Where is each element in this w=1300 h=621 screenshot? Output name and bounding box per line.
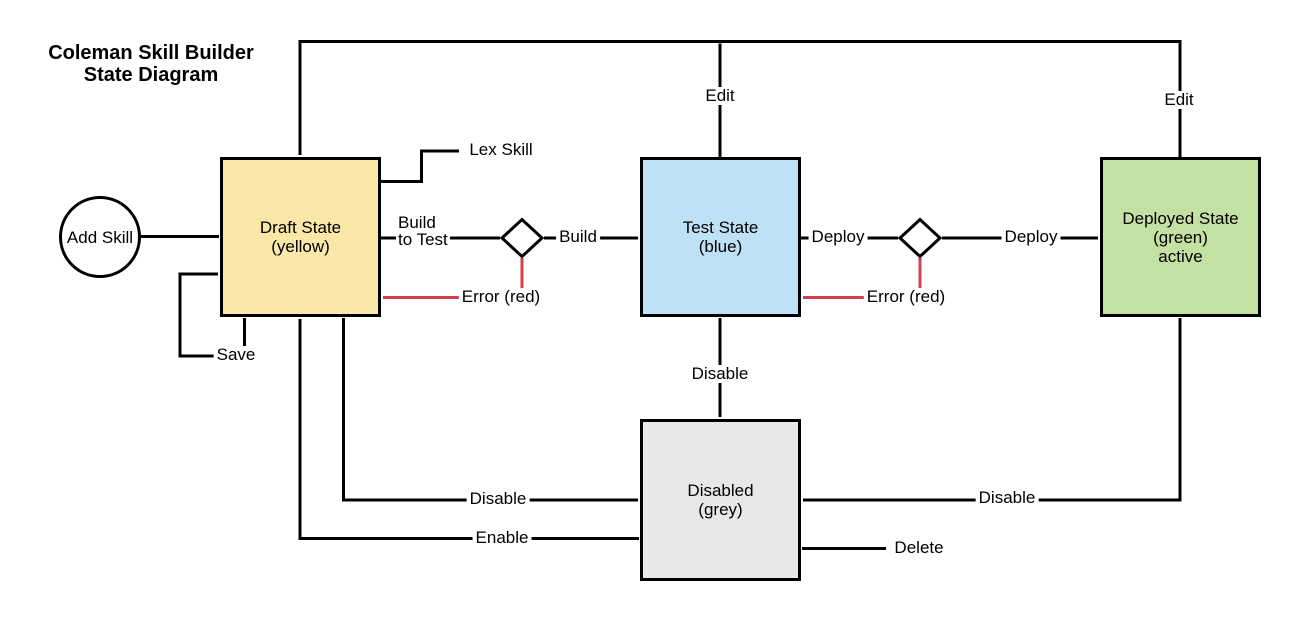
diagram-title-line2: State Diagram <box>83 64 219 86</box>
error-label-deploy: Error (red) <box>863 288 949 306</box>
test-state-label-line1: Test State <box>682 218 759 237</box>
build-to-test-label-line1: Build <box>398 213 436 232</box>
edit-label-test: Edit <box>702 87 738 105</box>
diagram-title: Coleman Skill Builder State Diagram <box>30 42 272 86</box>
deploy-decision-diamond <box>897 217 943 259</box>
draft-state-label-line1: Draft State <box>259 218 342 237</box>
draft-state-label-line2: (yellow) <box>271 237 330 256</box>
disable-label-test: Disable <box>688 365 752 383</box>
deployed-state-label-line3: active <box>1158 246 1203 266</box>
deployed-state-label-line2: (green) <box>1153 227 1208 247</box>
disabled-state-node: Disabled (grey) <box>640 419 801 581</box>
test-state-node: Test State (blue) <box>640 157 801 317</box>
deploy-label-gate: Deploy <box>808 228 868 246</box>
deploy-label-deployed: Deploy <box>1001 228 1061 246</box>
edge-disable-deployed-to-disabled <box>803 318 1182 502</box>
build-label: Build <box>556 228 600 246</box>
deployed-state-node: Deployed State (green) active <box>1100 157 1261 317</box>
save-label: Save <box>213 346 259 364</box>
disabled-state-label-line2: (grey) <box>698 500 743 519</box>
edge-edit-deployed-to-draft <box>298 40 1182 157</box>
deployed-state-label-line1: Deployed State <box>1122 208 1239 228</box>
disable-label-deployed: Disable <box>975 489 1039 507</box>
build-to-test-label: Build to Test <box>396 214 450 248</box>
edit-label-deployed: Edit <box>1161 91 1197 109</box>
build-decision-diamond <box>499 217 545 259</box>
add-skill-label: Add Skill <box>66 227 134 247</box>
diagram-title-line1: Coleman Skill Builder <box>48 42 254 64</box>
disable-label-draft: Disable <box>466 490 530 508</box>
draft-state-node: Draft State (yellow) <box>220 157 381 317</box>
error-label-build: Error (red) <box>458 288 544 306</box>
edge-draft-to-lex-skill <box>381 149 459 183</box>
test-state-label-line2: (blue) <box>698 237 743 256</box>
delete-label: Delete <box>894 538 944 557</box>
edge-disable-draft-to-disabled <box>342 318 638 502</box>
build-to-test-label-line2: to Test <box>398 230 448 249</box>
enable-label: Enable <box>472 529 532 547</box>
disabled-state-label-line1: Disabled <box>687 481 754 500</box>
add-skill-start-node: Add Skill <box>59 196 141 278</box>
lex-skill-label: Lex Skill <box>469 140 533 159</box>
